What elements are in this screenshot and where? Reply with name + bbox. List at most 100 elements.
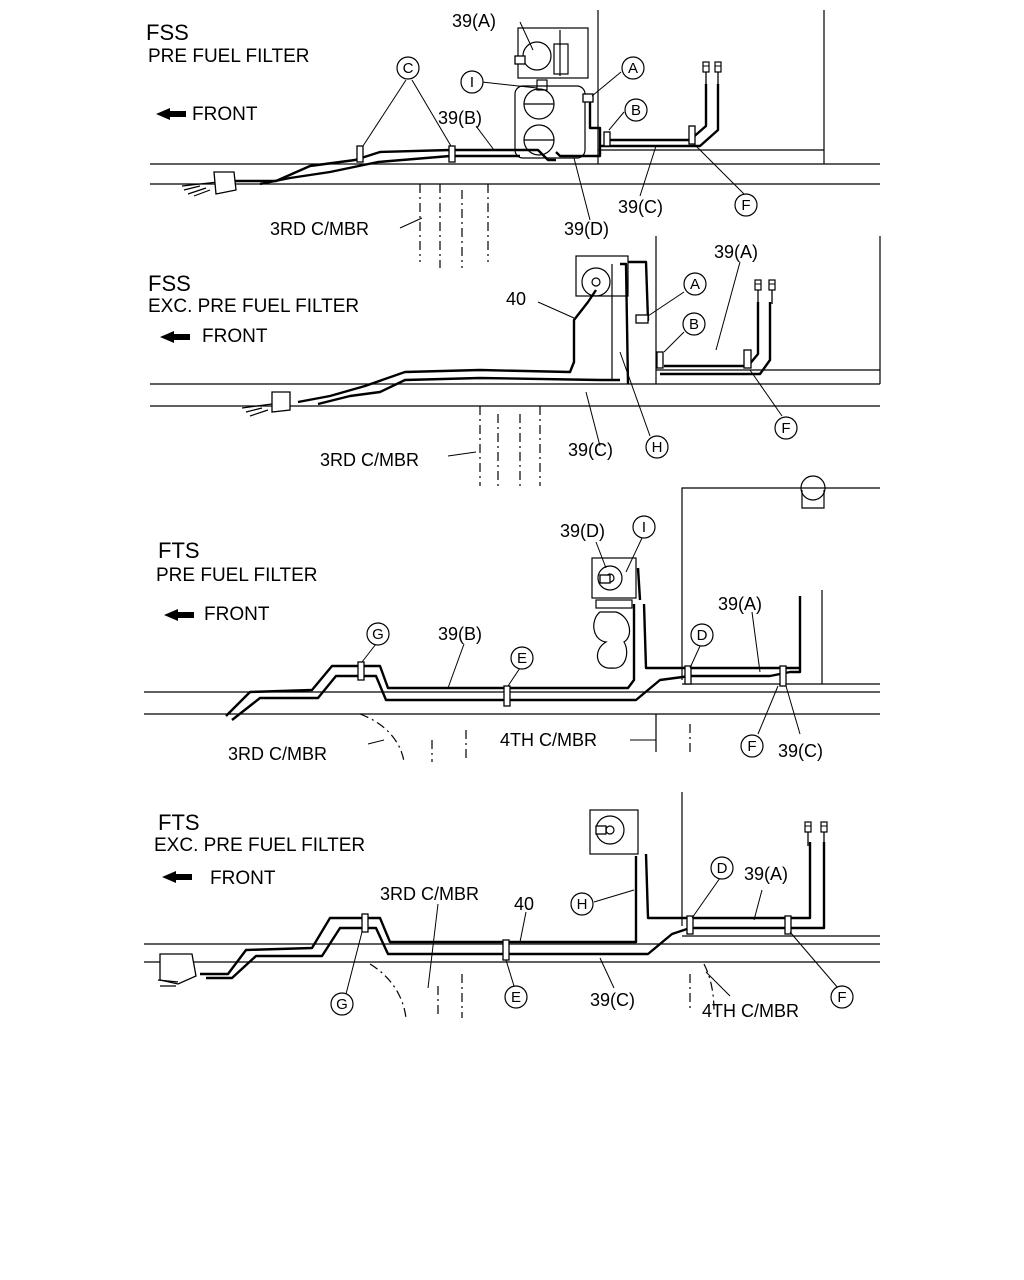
frame-rail xyxy=(144,792,880,963)
front-arrow-icon xyxy=(160,331,190,343)
panel-fts-exc-pre-fuel-filter: FTS EXC. PRE FUEL FILTER FRONT xyxy=(144,792,880,1021)
frame-rail xyxy=(144,475,880,715)
reference-markers: C I A B F xyxy=(396,56,758,217)
panel-3-variant: FTS xyxy=(158,538,200,563)
label-39a: 39(A) xyxy=(744,864,788,884)
fuel-line-main xyxy=(297,260,772,406)
label-4th-crossmember: 4TH C/MBR xyxy=(702,1001,799,1021)
svg-text:F: F xyxy=(741,197,750,214)
svg-text:E: E xyxy=(511,989,521,1006)
marker-d: D xyxy=(710,856,734,880)
clip xyxy=(635,314,752,369)
svg-text:F: F xyxy=(781,420,790,437)
fuel-line-main xyxy=(232,30,720,186)
marker-i: I xyxy=(460,70,484,94)
svg-text:F: F xyxy=(747,738,756,755)
marker-g: G xyxy=(366,622,390,646)
label-3rd-crossmember: 3RD C/MBR xyxy=(228,744,327,764)
marker-c: C xyxy=(396,56,420,80)
fuel-filter-assembly xyxy=(514,27,589,159)
crossmember-outline xyxy=(419,184,489,268)
leader-lines xyxy=(361,537,801,745)
front-arrow-icon xyxy=(162,871,192,883)
label-39a: 39(A) xyxy=(714,242,758,262)
svg-text:G: G xyxy=(336,996,348,1013)
svg-text:B: B xyxy=(631,102,641,119)
svg-text:I: I xyxy=(642,519,646,536)
crossmember-outline xyxy=(359,713,691,763)
marker-b: B xyxy=(682,312,706,336)
marker-f: F xyxy=(774,416,798,440)
marker-e: E xyxy=(504,985,528,1009)
label-4th-crossmember: 4TH C/MBR xyxy=(500,730,597,750)
marker-i: I xyxy=(632,515,656,539)
panel-3-subtitle: PRE FUEL FILTER xyxy=(156,565,318,586)
label-39d: 39(D) xyxy=(560,521,605,541)
panel-3-front-label: FRONT xyxy=(204,604,270,625)
fuel-filter-assembly xyxy=(575,255,629,380)
label-39b: 39(B) xyxy=(438,624,482,644)
svg-text:B: B xyxy=(689,316,699,333)
label-39a: 39(A) xyxy=(718,594,762,614)
fuel-line-main xyxy=(200,842,826,980)
label-40: 40 xyxy=(514,894,534,914)
leader-lines xyxy=(345,877,839,997)
crossmember-outline xyxy=(369,963,715,1019)
panel-fts-pre-fuel-filter: FTS PRE FUEL FILTER FRONT xyxy=(144,475,880,764)
breather-hose xyxy=(157,953,197,987)
panel-4-variant: FTS xyxy=(158,810,200,835)
label-3rd-crossmember: 3RD C/MBR xyxy=(380,884,479,904)
svg-text:C: C xyxy=(403,60,414,77)
label-3rd-crossmember: 3RD C/MBR xyxy=(320,450,419,470)
leader-lines xyxy=(362,21,745,229)
fuel-filter-assembly xyxy=(591,557,637,669)
panel-2-front-label: FRONT xyxy=(202,326,268,347)
frame-rail xyxy=(150,236,881,407)
label-39c: 39(C) xyxy=(568,440,613,460)
leader-lines xyxy=(447,261,783,457)
breather-hose xyxy=(241,391,291,417)
svg-text:H: H xyxy=(577,896,588,913)
svg-text:G: G xyxy=(372,626,384,643)
panel-1-variant: FSS xyxy=(146,20,189,45)
marker-f: F xyxy=(740,734,764,758)
marker-g: G xyxy=(330,992,354,1016)
panel-4-subtitle: EXC. PRE FUEL FILTER xyxy=(154,835,365,856)
crossmember-outline xyxy=(479,406,541,486)
marker-a: A xyxy=(683,272,707,296)
breather-hose xyxy=(181,171,237,197)
svg-text:I: I xyxy=(470,74,474,91)
marker-f: F xyxy=(830,985,854,1009)
svg-text:F: F xyxy=(837,989,846,1006)
label-40: 40 xyxy=(506,289,526,309)
fuel-line-main xyxy=(225,567,802,721)
panel-fss-pre-fuel-filter: FSS PRE FUEL FILTER FRONT xyxy=(146,10,880,268)
label-39b: 39(B) xyxy=(438,108,482,128)
clip xyxy=(357,574,787,707)
marker-h: H xyxy=(570,892,594,916)
label-3rd-crossmember: 3RD C/MBR xyxy=(270,219,369,239)
panel-1-front-label: FRONT xyxy=(192,104,258,125)
panel-fss-exc-pre-fuel-filter: FSS EXC. PRE FUEL FILTER FRONT xyxy=(148,236,881,486)
marker-f: F xyxy=(734,193,758,217)
panel-4-front-label: FRONT xyxy=(210,868,276,889)
svg-text:A: A xyxy=(690,276,700,293)
marker-a: A xyxy=(621,56,645,80)
reference-markers: I G E D F xyxy=(366,515,764,758)
marker-e: E xyxy=(510,646,534,670)
label-39c: 39(C) xyxy=(778,741,823,761)
label-39a: 39(A) xyxy=(452,11,496,31)
svg-text:H: H xyxy=(652,439,663,456)
label-39c: 39(C) xyxy=(618,197,663,217)
frame-rail xyxy=(150,10,880,185)
svg-text:D: D xyxy=(717,860,728,877)
clip xyxy=(356,55,696,163)
marker-b: B xyxy=(624,98,648,122)
label-39d: 39(D) xyxy=(564,219,609,239)
clip xyxy=(361,825,792,961)
svg-text:E: E xyxy=(517,650,527,667)
svg-text:A: A xyxy=(628,60,638,77)
panel-2-subtitle: EXC. PRE FUEL FILTER xyxy=(148,296,359,317)
reference-markers: D H G E F xyxy=(330,856,854,1016)
